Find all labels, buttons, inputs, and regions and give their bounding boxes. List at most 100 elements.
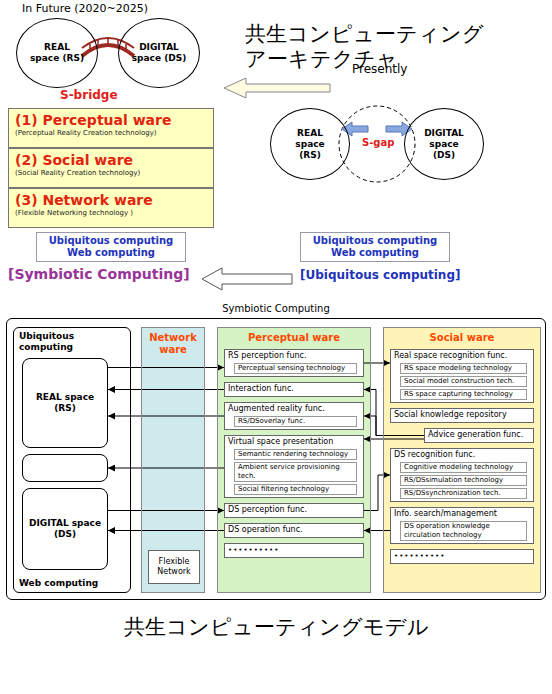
space-circle: DIGITAL space (DS) bbox=[404, 108, 484, 180]
function-box: DS perception func. bbox=[224, 503, 364, 518]
label-text: [Symbiotic Computing] bbox=[8, 266, 190, 282]
node-text: (Flexible Networking technology ) bbox=[15, 209, 207, 218]
node-text: Interaction func. bbox=[228, 384, 360, 394]
transition-arrow bbox=[224, 78, 330, 98]
label-text: In Future (2020~2025) bbox=[22, 2, 148, 15]
node-text: DS operation knowledge circulation techn… bbox=[404, 522, 523, 540]
node-text: Social model construction tech. bbox=[404, 377, 523, 386]
ware-column: Network wareFlexible Network bbox=[141, 327, 205, 593]
space-circle: REAL space (RS) bbox=[16, 18, 98, 88]
model-panel: Symbiotic ComputingUbiquitous computingW… bbox=[6, 318, 546, 600]
technology-box: RS/DSsimulation technology bbox=[400, 475, 527, 486]
ware-column: Perceptual ware RS perception func. Percep… bbox=[217, 327, 371, 593]
space-arrow bbox=[108, 468, 224, 469]
connector bbox=[108, 510, 224, 511]
space-box bbox=[22, 454, 108, 482]
node-text: Flexible Network bbox=[151, 557, 197, 577]
computing-box: Ubiquitous computingWeb computing bbox=[300, 232, 450, 262]
ware-layer: (3) Network ware(Flexible Networking tec… bbox=[8, 188, 214, 228]
node-text: RS space modeling technology bbox=[404, 364, 523, 373]
function-box: DS recognition func. Cognitive modeling t… bbox=[390, 448, 534, 502]
technology-box: Social model construction tech. bbox=[400, 376, 527, 387]
caption: 共生コンピューティングモデル bbox=[0, 614, 552, 640]
node-text: Real space recognition func. bbox=[394, 351, 530, 361]
node-text: (1) Perceptual ware bbox=[15, 112, 207, 129]
node-text: Ubiquitous computing bbox=[303, 235, 447, 247]
node-text: Ambient service provisioning tech. bbox=[238, 463, 353, 481]
node-text: REAL space (RS) bbox=[29, 42, 85, 64]
node-text: DS recognition func. bbox=[394, 450, 530, 460]
node-text: •••••••••• bbox=[228, 545, 360, 555]
function-box: Augmented reality func. RS/DSoverlay func… bbox=[224, 402, 364, 430]
node-text: RS perception func. bbox=[228, 351, 360, 361]
space-box: DIGITAL space (DS) bbox=[22, 488, 108, 570]
function-box: Advice generation func. bbox=[424, 428, 534, 443]
node-text: Semantic rendering technology bbox=[238, 450, 353, 459]
ware-layer: (1) Perceptual ware(Perceptual Reality C… bbox=[8, 108, 214, 148]
node-text: Advice generation func. bbox=[428, 430, 530, 440]
connector bbox=[108, 530, 224, 531]
node-text: Ubiquitous computing bbox=[39, 235, 183, 247]
technology-box: Ambient service provisioning tech. bbox=[234, 462, 357, 482]
connector bbox=[108, 389, 224, 390]
gap-arrow bbox=[386, 122, 412, 136]
connector bbox=[364, 475, 390, 511]
technology-box: Semantic rendering technology bbox=[234, 449, 357, 460]
function-box: DS operation func. bbox=[224, 523, 364, 538]
node-text: Virtual space presentation bbox=[228, 437, 360, 447]
title: 共生コンピューティング アーキテクチャ bbox=[245, 22, 490, 72]
node-text: (2) Social ware bbox=[15, 152, 207, 169]
node-text: RS space capturing technology bbox=[404, 390, 523, 399]
node-text: Social ware bbox=[384, 332, 540, 344]
node-text: Ubiquitous computing bbox=[19, 331, 130, 353]
technology-box: DS operation knowledge circulation techn… bbox=[400, 521, 527, 541]
label-text: S-bridge bbox=[60, 88, 118, 102]
bridge-posts bbox=[90, 37, 126, 52]
node-text: Web computing bbox=[303, 247, 447, 259]
node-text: REAL space (RS) bbox=[283, 128, 337, 161]
column-fill bbox=[217, 327, 371, 593]
node-text: •••••••••• bbox=[394, 551, 530, 561]
node-text: (3) Network ware bbox=[15, 192, 207, 209]
space-circle: REAL space (RS) bbox=[270, 108, 350, 180]
node-text: Augmented reality func. bbox=[228, 404, 360, 414]
node-text: DS perception func. bbox=[228, 505, 360, 515]
column-fill bbox=[141, 327, 205, 593]
node-text: Cognitive modeling technology bbox=[404, 463, 523, 472]
node-text: Perceptual ware bbox=[218, 332, 370, 344]
function-box: Social knowledge repository bbox=[390, 408, 534, 423]
space-circle: DIGITAL space (DS) bbox=[118, 18, 200, 88]
connector bbox=[364, 530, 390, 531]
node-text: Social knowledge repository bbox=[394, 410, 530, 420]
node-text: (Social Reality Creation technology) bbox=[15, 169, 207, 178]
node-text: REAL space (RS) bbox=[25, 392, 105, 414]
node-text: Symbiotic Computing bbox=[7, 303, 545, 315]
node-text: DIGITAL space (DS) bbox=[131, 42, 187, 64]
function-box: Real space recognition func. RS space mod… bbox=[390, 349, 534, 403]
function-box: Virtual space presentationSemantic rende… bbox=[224, 435, 364, 498]
node-text: DS operation func. bbox=[228, 525, 360, 535]
connector bbox=[108, 367, 224, 368]
node-text: Network ware bbox=[142, 332, 204, 356]
label-text: [Ubiquitous computing] bbox=[300, 268, 460, 282]
function-box: Info. search/managementDS operation know… bbox=[390, 507, 534, 544]
node-text: RS/DSsimulation technology bbox=[404, 476, 523, 485]
computing-box: Ubiquitous computingWeb computing bbox=[36, 232, 186, 262]
technology-box: RS/DSsynchronization tech. bbox=[400, 488, 527, 499]
technology-box: Social filtering technology bbox=[234, 484, 357, 495]
label-text: S-gap bbox=[362, 137, 394, 148]
gap-arrow bbox=[342, 122, 368, 136]
node-text: Social filtering technology bbox=[238, 485, 353, 494]
node-text: RS/DSoverlay func. bbox=[238, 417, 353, 426]
connector bbox=[108, 416, 224, 417]
column-fill bbox=[383, 327, 541, 593]
node-text: RS/DSsynchronization tech. bbox=[404, 489, 523, 498]
function-box: RS perception func. Perceptual sensing te… bbox=[224, 349, 364, 377]
technology-box: Perceptual sensing technology bbox=[234, 363, 357, 374]
node-text: Perceptual sensing technology bbox=[238, 364, 353, 373]
technology-box: RS space capturing technology bbox=[400, 389, 527, 400]
node-text: Web computing bbox=[39, 247, 183, 259]
